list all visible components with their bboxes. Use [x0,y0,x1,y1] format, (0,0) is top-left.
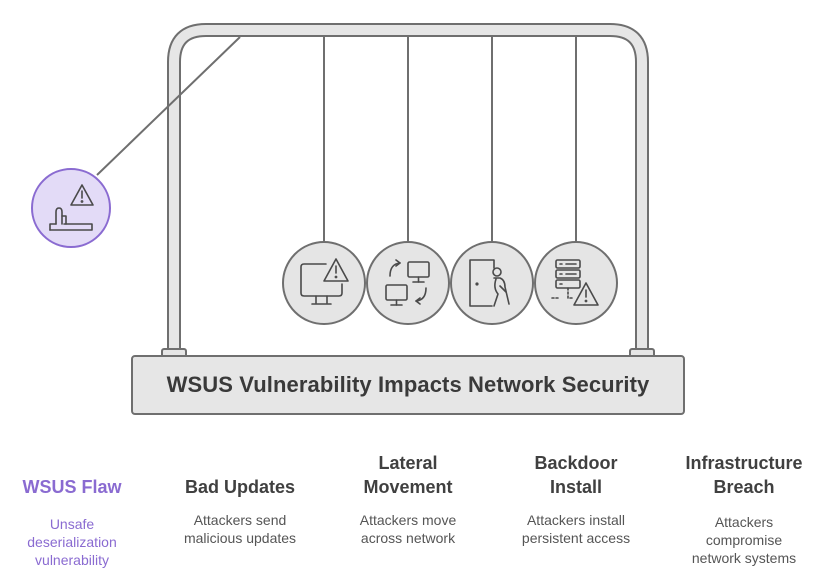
diagram-title: WSUS Vulnerability Impacts Network Secur… [166,372,650,397]
monitor-warning-icon [282,241,366,325]
cradle-base [131,355,685,415]
cradle-frame [161,23,655,358]
column-description: Attackers compromise network systems [691,514,797,566]
pendulum-strings [96,36,577,242]
column-description: Attackers install persistent access [521,512,631,546]
column-description: Attackers move across network [359,512,457,546]
server-warning-icon [534,241,618,325]
column-title: Backdoor Install [534,453,618,497]
computers-transfer-icon [366,241,450,325]
column-infrastructure-breach: Infrastructure Breach Attackers compromi… [664,451,819,567]
warning-hand-icon [31,168,111,248]
column-title: Lateral Movement [363,453,453,497]
column-lateral-movement: Lateral Movement Attackers move across n… [328,451,488,547]
column-description: Unsafe deserialization vulnerability [27,516,117,568]
column-wsus-flaw: WSUS Flaw Unsafe deserialization vulnera… [2,475,142,569]
column-bad-updates: Bad Updates Attackers send malicious upd… [160,475,320,547]
column-backdoor-install: Backdoor Install Attackers install persi… [496,451,656,547]
column-title: Bad Updates [184,477,296,497]
column-description: Attackers send malicious updates [183,512,297,546]
column-title: Infrastructure Breach [685,453,803,497]
column-title: WSUS Flaw [22,477,122,497]
door-intruder-icon [450,241,534,325]
